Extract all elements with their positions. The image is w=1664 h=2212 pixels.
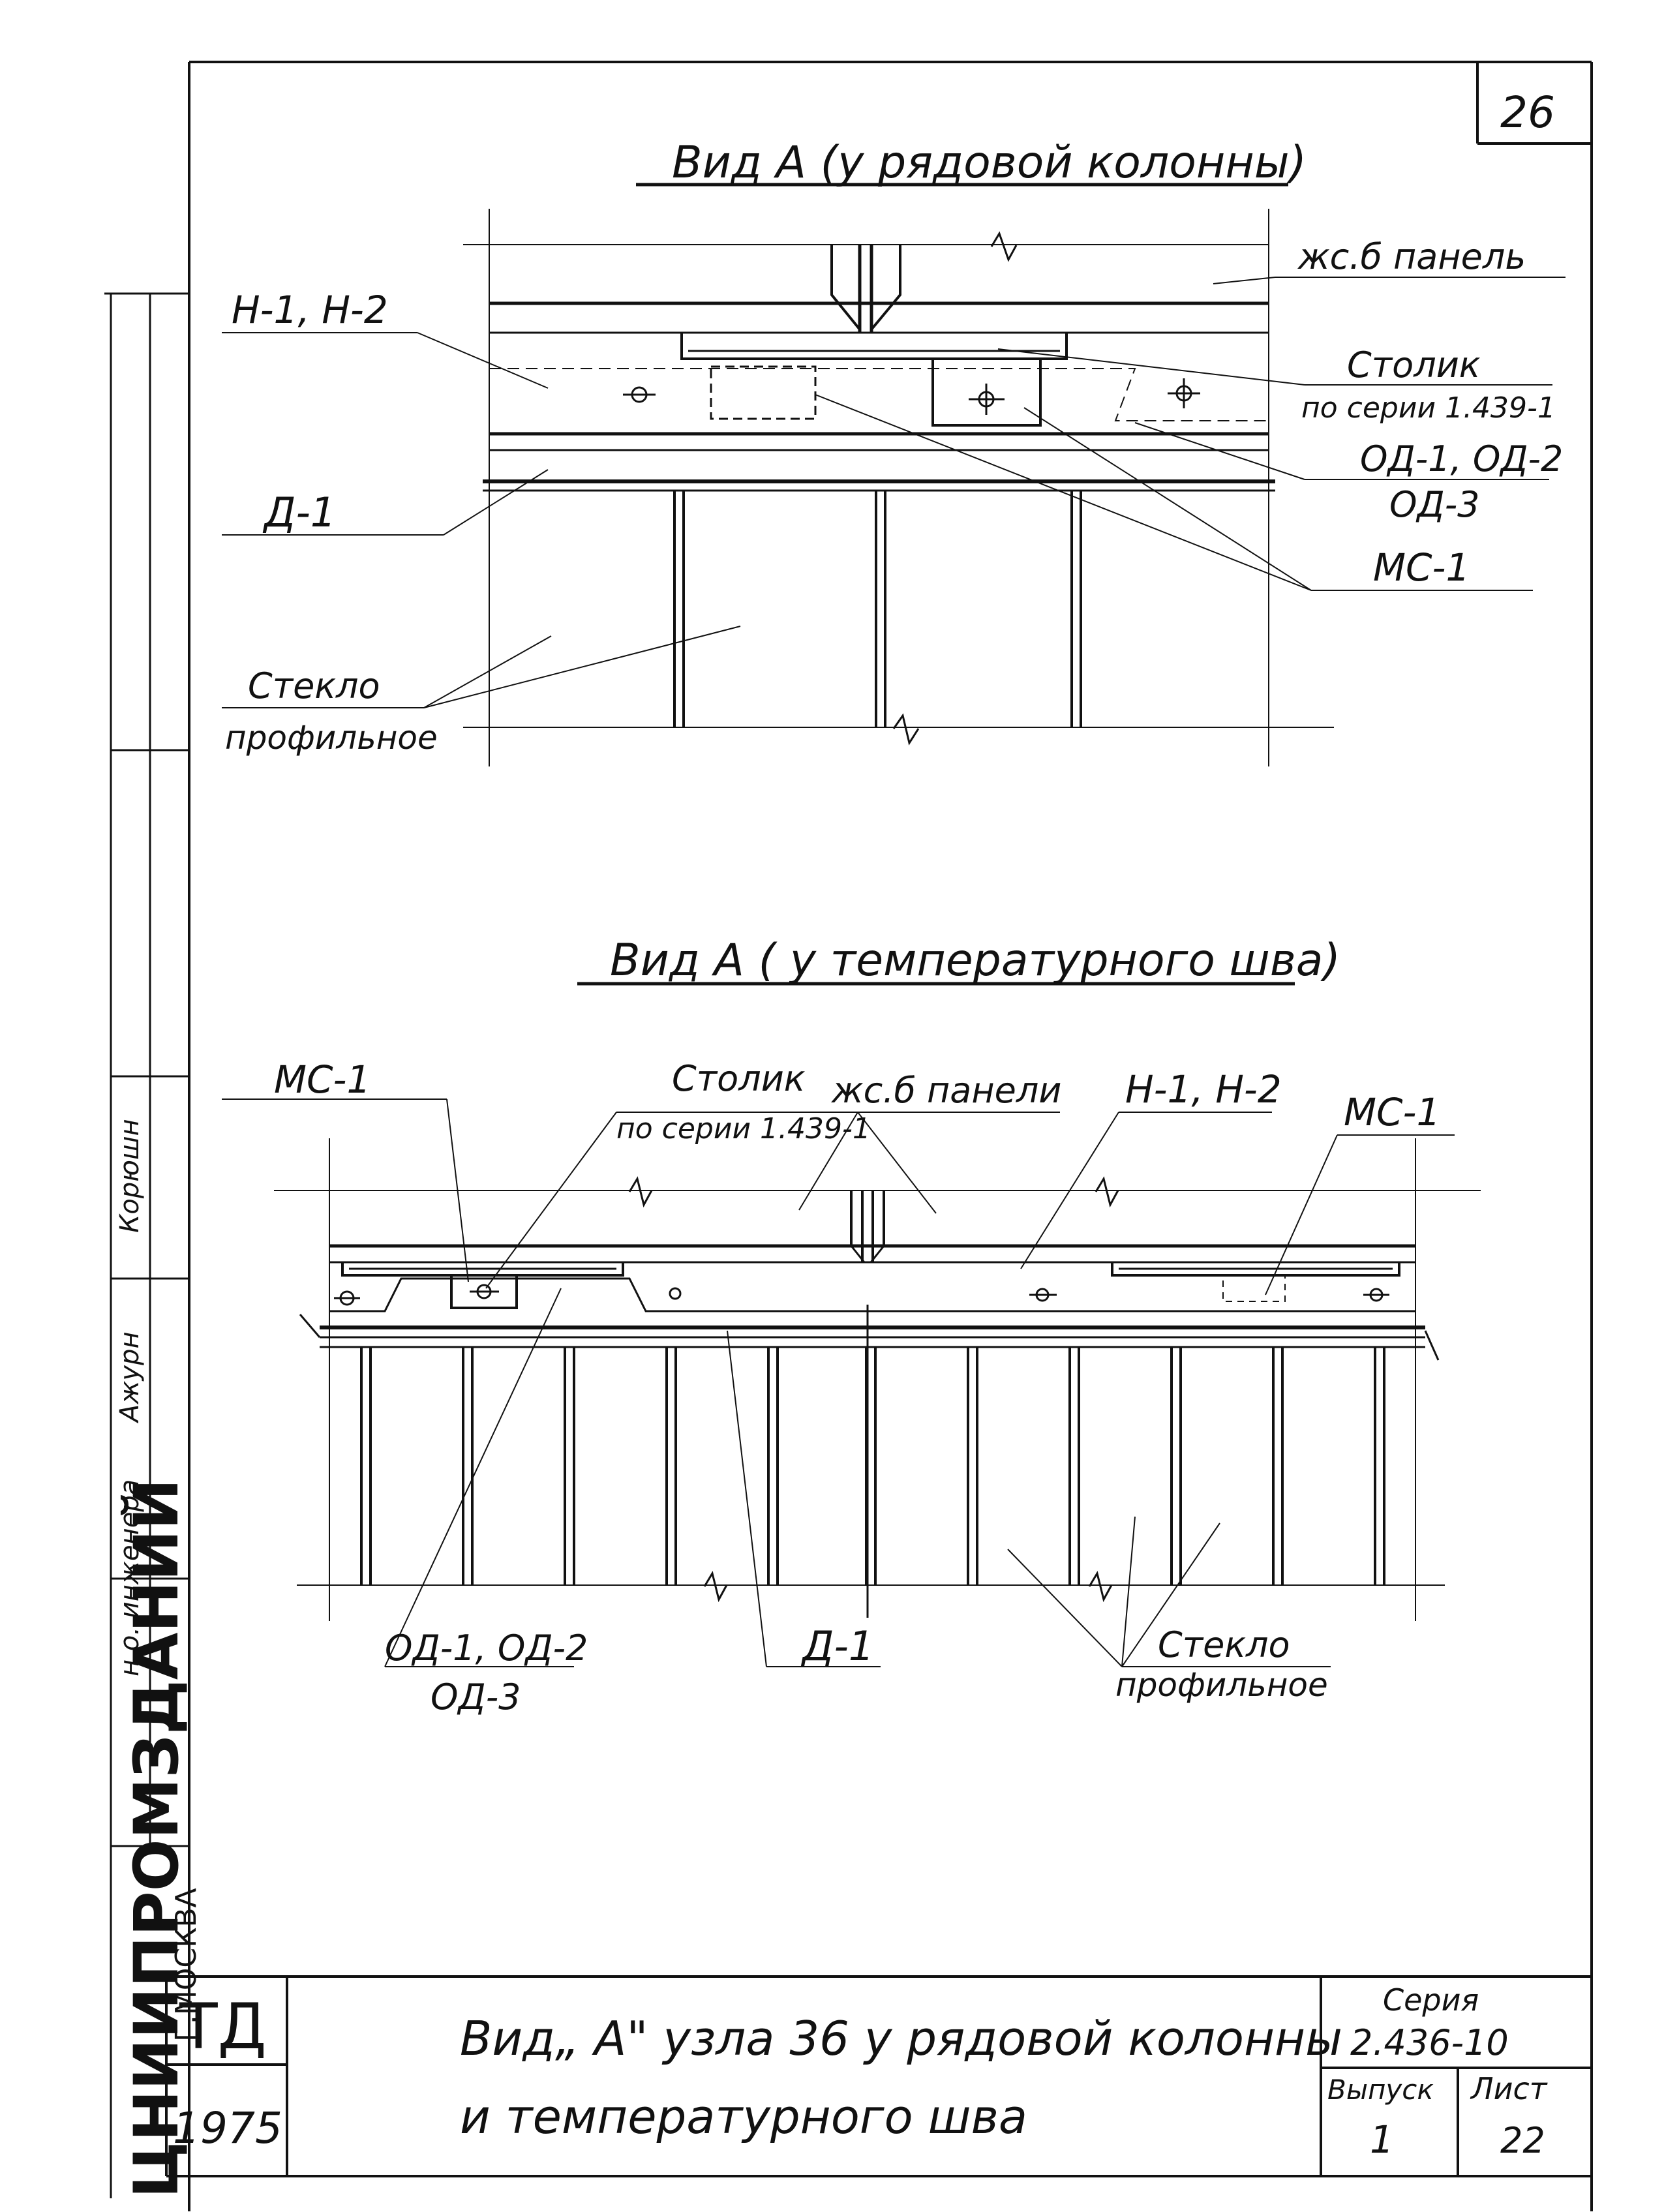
view1-label-d1: Д-1 xyxy=(262,489,336,536)
view2-label-stolik-1: Столик xyxy=(672,1058,806,1099)
sheet-label: Лист xyxy=(1470,2071,1548,2106)
view1-leaders xyxy=(222,277,1566,708)
margin-org-name: ЦНИИПРОМЗДАНИЙ xyxy=(120,1479,192,2199)
view2-label-od3: ОД-3 xyxy=(431,1676,521,1718)
view2-drawing xyxy=(274,1138,1481,1621)
view2-title: Вид А ( у температурного шва) xyxy=(610,935,1340,986)
view2-label-n12: Н-1, Н-2 xyxy=(1125,1067,1282,1112)
title-block-title-line2: и температурного шва xyxy=(460,2089,1027,2144)
series-value: 2.436-10 xyxy=(1350,2022,1509,2063)
margin-signature-2: Корюшн xyxy=(115,1119,145,1233)
margin-signature-1: Ажурн xyxy=(115,1331,145,1424)
title-block-title-line1: Вид„ А" узла 36 у рядовой колонны xyxy=(460,2011,1342,2066)
view1-label-glass-2: профильное xyxy=(225,719,438,757)
series-label: Серия xyxy=(1383,1982,1479,2018)
view2-label-d1: Д-1 xyxy=(800,1622,874,1670)
issue-value: 1 xyxy=(1370,2117,1394,2162)
view1-title: Вид А (у рядовой колонны) xyxy=(672,137,1307,189)
sheet-number: 26 xyxy=(1500,87,1555,138)
sheet-frame xyxy=(166,61,1593,2211)
view1-label-stolik-2: по серии 1.439-1 xyxy=(1301,391,1556,425)
view1-label-panel: жс.б панель xyxy=(1297,236,1526,277)
margin-city: Г.МОСКВА xyxy=(170,1888,203,2042)
margin-role: н.о. инженера xyxy=(115,1479,145,1676)
view2-label-panels: жс.б панели xyxy=(830,1070,1062,1111)
title-block xyxy=(165,1975,1592,2176)
view1-label-glass-1: Стекло xyxy=(248,665,380,706)
view1-label-od3: ОД-3 xyxy=(1389,484,1480,525)
view2-leaders xyxy=(222,1098,1455,1667)
view1-label-ms1: МС-1 xyxy=(1373,545,1470,590)
sheet-value: 22 xyxy=(1500,2120,1545,2161)
title-block-year: 1975 xyxy=(173,2103,282,2153)
view2-label-glass-1: Стекло xyxy=(1158,1624,1290,1665)
view1-label-stolik-1: Столик xyxy=(1347,344,1481,386)
view2-label-od12: ОД-1, ОД-2 xyxy=(385,1628,588,1669)
view1-label-n12: Н-1, Н-2 xyxy=(232,288,388,332)
view1-drawing xyxy=(463,209,1334,766)
view2-label-stolik-2: по серии 1.439-1 xyxy=(616,1112,871,1145)
title-block-logo: ТД xyxy=(179,1990,267,2063)
view2-label-glass-2: профильное xyxy=(1115,1666,1328,1704)
left-margin-strip xyxy=(104,292,189,2198)
view2-label-ms1-right: МС-1 xyxy=(1344,1090,1440,1134)
view1-label-od12: ОД-1, ОД-2 xyxy=(1360,438,1563,479)
issue-label: Выпуск xyxy=(1327,2074,1434,2106)
view2-label-ms1-left: МС-1 xyxy=(274,1057,371,1102)
